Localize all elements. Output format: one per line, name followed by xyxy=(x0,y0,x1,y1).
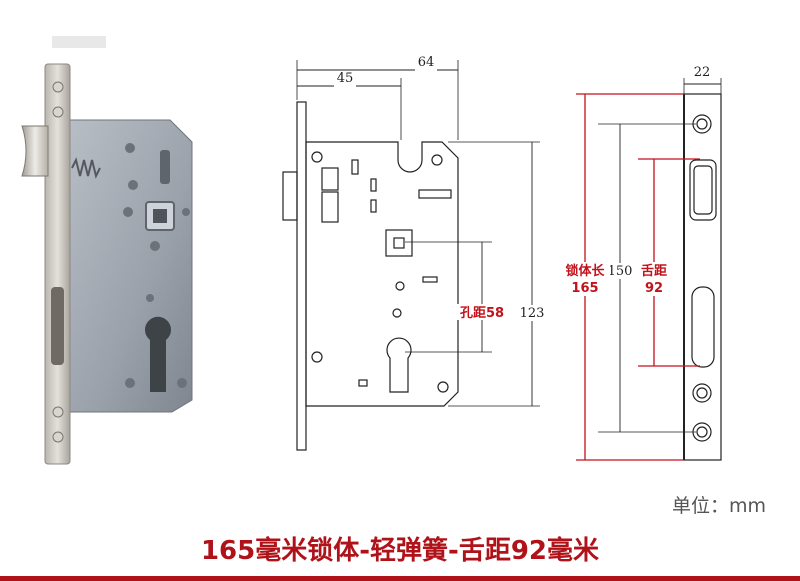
front-slot xyxy=(351,159,359,175)
side-screw-hole xyxy=(696,426,708,438)
front-latch xyxy=(282,171,298,221)
dim-value-body-length: 165 xyxy=(571,281,598,296)
dim-label-123: 123 xyxy=(520,306,545,321)
faceplate-screw-hole xyxy=(52,431,64,443)
front-slot xyxy=(418,189,452,199)
front-screw xyxy=(392,308,402,318)
faceplate-bolt-slot xyxy=(51,287,64,365)
dim-label-150: 150 xyxy=(608,264,633,279)
spindle-hole xyxy=(153,209,167,223)
dim-label-bg xyxy=(636,262,672,296)
front-screw xyxy=(395,281,405,291)
product-caption: 165毫米锁体-轻弹簧-舌距92毫米 xyxy=(200,536,600,566)
front-cylinder-hole xyxy=(386,337,412,393)
front-bolt-slot xyxy=(321,191,339,223)
faceplate-screw-hole xyxy=(52,406,64,418)
lock-case xyxy=(67,119,193,413)
front-bolt xyxy=(321,167,339,191)
side-screw-hole xyxy=(692,383,712,403)
front-spindle-hole xyxy=(393,237,405,249)
dim-label-bg xyxy=(334,77,356,91)
bottom-accent-bar xyxy=(0,576,800,581)
faceplate-screw-hole xyxy=(52,106,64,118)
dim-label-bg xyxy=(415,61,437,75)
case-rivet xyxy=(128,180,138,190)
latch-tongue xyxy=(21,125,49,177)
case-rivet xyxy=(125,378,135,388)
cylinder-hole xyxy=(145,316,171,392)
side-faceplate xyxy=(683,93,722,461)
dim-label-tongue-distance: 舌距 xyxy=(641,263,667,279)
dim-label-bg xyxy=(560,262,610,296)
side-screw-hole xyxy=(696,387,708,399)
front-body-outline xyxy=(305,141,459,407)
front-faceplate xyxy=(296,101,307,451)
case-rivet xyxy=(146,294,154,302)
watermark-fragment xyxy=(52,36,106,48)
case-rivet xyxy=(125,143,135,153)
dim-label-hole-distance: 孔距58 xyxy=(460,306,504,321)
front-drawing xyxy=(282,60,540,451)
dim-label-bg xyxy=(604,263,636,279)
side-latch-inner xyxy=(693,165,713,215)
latch-spring xyxy=(71,157,101,179)
dim-value-tongue-distance: 92 xyxy=(645,281,663,296)
front-screw xyxy=(311,351,323,363)
front-slot xyxy=(422,276,438,283)
dim-label-bg xyxy=(515,305,549,321)
dim-label-45: 45 xyxy=(337,71,354,86)
case-rivet xyxy=(123,207,133,217)
front-slot xyxy=(370,199,377,213)
lock-photo xyxy=(21,36,193,465)
side-latch-slot xyxy=(689,159,717,221)
front-screw xyxy=(431,154,443,166)
dim-label-64: 64 xyxy=(418,55,435,70)
case-rivet xyxy=(177,378,187,388)
faceplate xyxy=(44,63,71,465)
front-screw xyxy=(311,151,323,163)
dim-label-22: 22 xyxy=(694,65,711,80)
side-bolt-slot xyxy=(691,286,715,368)
case-rivet xyxy=(182,208,190,216)
unit-label: 单位：mm xyxy=(671,495,766,517)
faceplate-screw-hole xyxy=(52,81,64,93)
case-slot xyxy=(160,150,170,184)
front-slot xyxy=(358,379,368,387)
case-rivet xyxy=(150,241,160,251)
front-spindle xyxy=(385,229,413,257)
side-screw-hole xyxy=(696,118,708,130)
front-slot xyxy=(370,178,377,192)
front-screw xyxy=(437,381,449,393)
dim-label-body-length: 锁体长 xyxy=(565,263,605,279)
dim-label-bg xyxy=(452,304,514,320)
